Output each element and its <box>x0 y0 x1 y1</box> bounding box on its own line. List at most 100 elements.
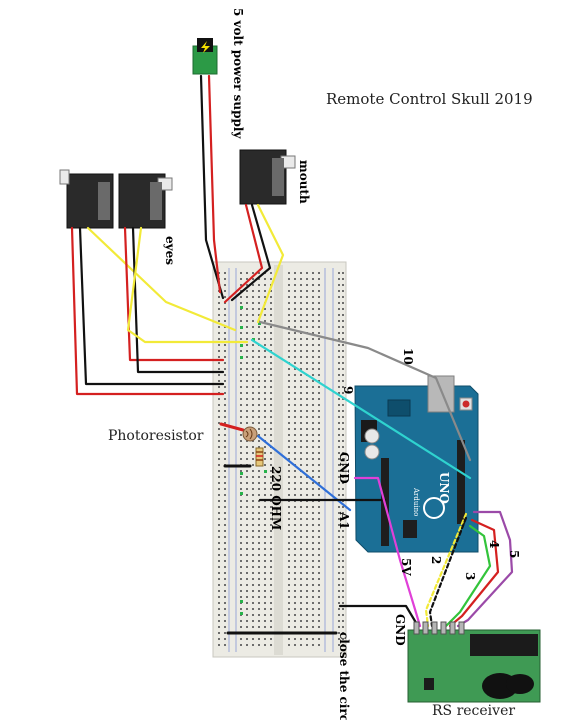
breadboard-hole <box>294 578 296 580</box>
breadboard-hole <box>240 596 242 598</box>
breadboard-hole <box>264 368 266 370</box>
breadboard-hole <box>288 296 290 298</box>
breadboard-hole <box>246 314 248 316</box>
breadboard-hole <box>342 404 344 406</box>
breadboard-hole <box>300 488 302 490</box>
breadboard-hole <box>338 386 340 388</box>
breadboard-hole <box>270 494 272 496</box>
breadboard-active-hole <box>258 322 261 325</box>
breadboard-hole <box>338 476 340 478</box>
breadboard-hole <box>240 500 242 502</box>
breadboard-hole <box>224 272 226 274</box>
breadboard-hole <box>338 452 340 454</box>
breadboard-hole <box>224 314 226 316</box>
breadboard-hole <box>288 440 290 442</box>
breadboard-hole <box>306 578 308 580</box>
breadboard-hole <box>338 542 340 544</box>
breadboard-hole <box>318 350 320 352</box>
breadboard-hole <box>218 314 220 316</box>
breadboard-hole <box>342 422 344 424</box>
breadboard-hole <box>270 614 272 616</box>
breadboard-hole <box>270 524 272 526</box>
breadboard-hole <box>224 602 226 604</box>
breadboard-hole <box>218 464 220 466</box>
breadboard-hole <box>288 278 290 280</box>
breadboard-hole <box>306 344 308 346</box>
breadboard-hole <box>270 518 272 520</box>
breadboard-hole <box>240 332 242 334</box>
breadboard-hole <box>318 380 320 382</box>
breadboard-hole <box>270 338 272 340</box>
breadboard-hole <box>306 272 308 274</box>
breadboard-hole <box>264 482 266 484</box>
breadboard-hole <box>264 638 266 640</box>
breadboard-hole <box>338 290 340 292</box>
breadboard-hole <box>294 626 296 628</box>
breadboard-hole <box>312 380 314 382</box>
breadboard-hole <box>288 506 290 508</box>
breadboard-hole <box>306 416 308 418</box>
breadboard-hole <box>342 458 344 460</box>
breadboard-hole <box>294 386 296 388</box>
breadboard-hole <box>312 572 314 574</box>
breadboard-hole <box>224 362 226 364</box>
breadboard-hole <box>270 314 272 316</box>
breadboard-hole <box>300 638 302 640</box>
breadboard-hole <box>252 464 254 466</box>
breadboard-hole <box>306 458 308 460</box>
breadboard-hole <box>240 638 242 640</box>
breadboard-hole <box>218 548 220 550</box>
breadboard-hole <box>218 578 220 580</box>
breadboard-hole <box>264 488 266 490</box>
breadboard-hole <box>288 368 290 370</box>
breadboard-hole <box>240 524 242 526</box>
breadboard-hole <box>300 290 302 292</box>
breadboard-hole <box>342 332 344 334</box>
breadboard-hole <box>264 530 266 532</box>
breadboard-hole <box>224 596 226 598</box>
breadboard-hole <box>342 356 344 358</box>
breadboard-hole <box>246 470 248 472</box>
breadboard-hole <box>300 578 302 580</box>
breadboard-hole <box>306 536 308 538</box>
breadboard-hole <box>258 272 260 274</box>
breadboard-hole <box>252 326 254 328</box>
breadboard-hole <box>342 566 344 568</box>
breadboard-hole <box>312 320 314 322</box>
breadboard-hole <box>318 398 320 400</box>
breadboard-hole <box>258 338 260 340</box>
breadboard-hole <box>294 644 296 646</box>
breadboard-hole <box>246 512 248 514</box>
breadboard-hole <box>264 422 266 424</box>
breadboard-hole <box>342 302 344 304</box>
breadboard-hole <box>270 302 272 304</box>
breadboard-hole <box>294 392 296 394</box>
breadboard-hole <box>270 536 272 538</box>
breadboard-hole <box>306 560 308 562</box>
breadboard-hole <box>338 356 340 358</box>
breadboard-hole <box>294 476 296 478</box>
breadboard-hole <box>312 512 314 514</box>
breadboard-hole <box>258 494 260 496</box>
breadboard-hole <box>246 536 248 538</box>
breadboard-hole <box>270 542 272 544</box>
breadboard-hole <box>246 440 248 442</box>
breadboard-hole <box>306 476 308 478</box>
breadboard-hole <box>318 440 320 442</box>
breadboard-hole <box>264 446 266 448</box>
breadboard-hole <box>338 464 340 466</box>
breadboard-hole <box>264 308 266 310</box>
breadboard-hole <box>342 374 344 376</box>
breadboard-hole <box>300 320 302 322</box>
breadboard-hole <box>338 512 340 514</box>
breadboard-hole <box>312 446 314 448</box>
breadboard-hole <box>312 476 314 478</box>
breadboard-hole <box>288 356 290 358</box>
breadboard-hole <box>288 422 290 424</box>
breadboard-hole <box>342 578 344 580</box>
breadboard-hole <box>246 458 248 460</box>
breadboard-hole <box>300 506 302 508</box>
breadboard-hole <box>312 482 314 484</box>
breadboard-hole <box>258 290 260 292</box>
breadboard-hole <box>288 272 290 274</box>
